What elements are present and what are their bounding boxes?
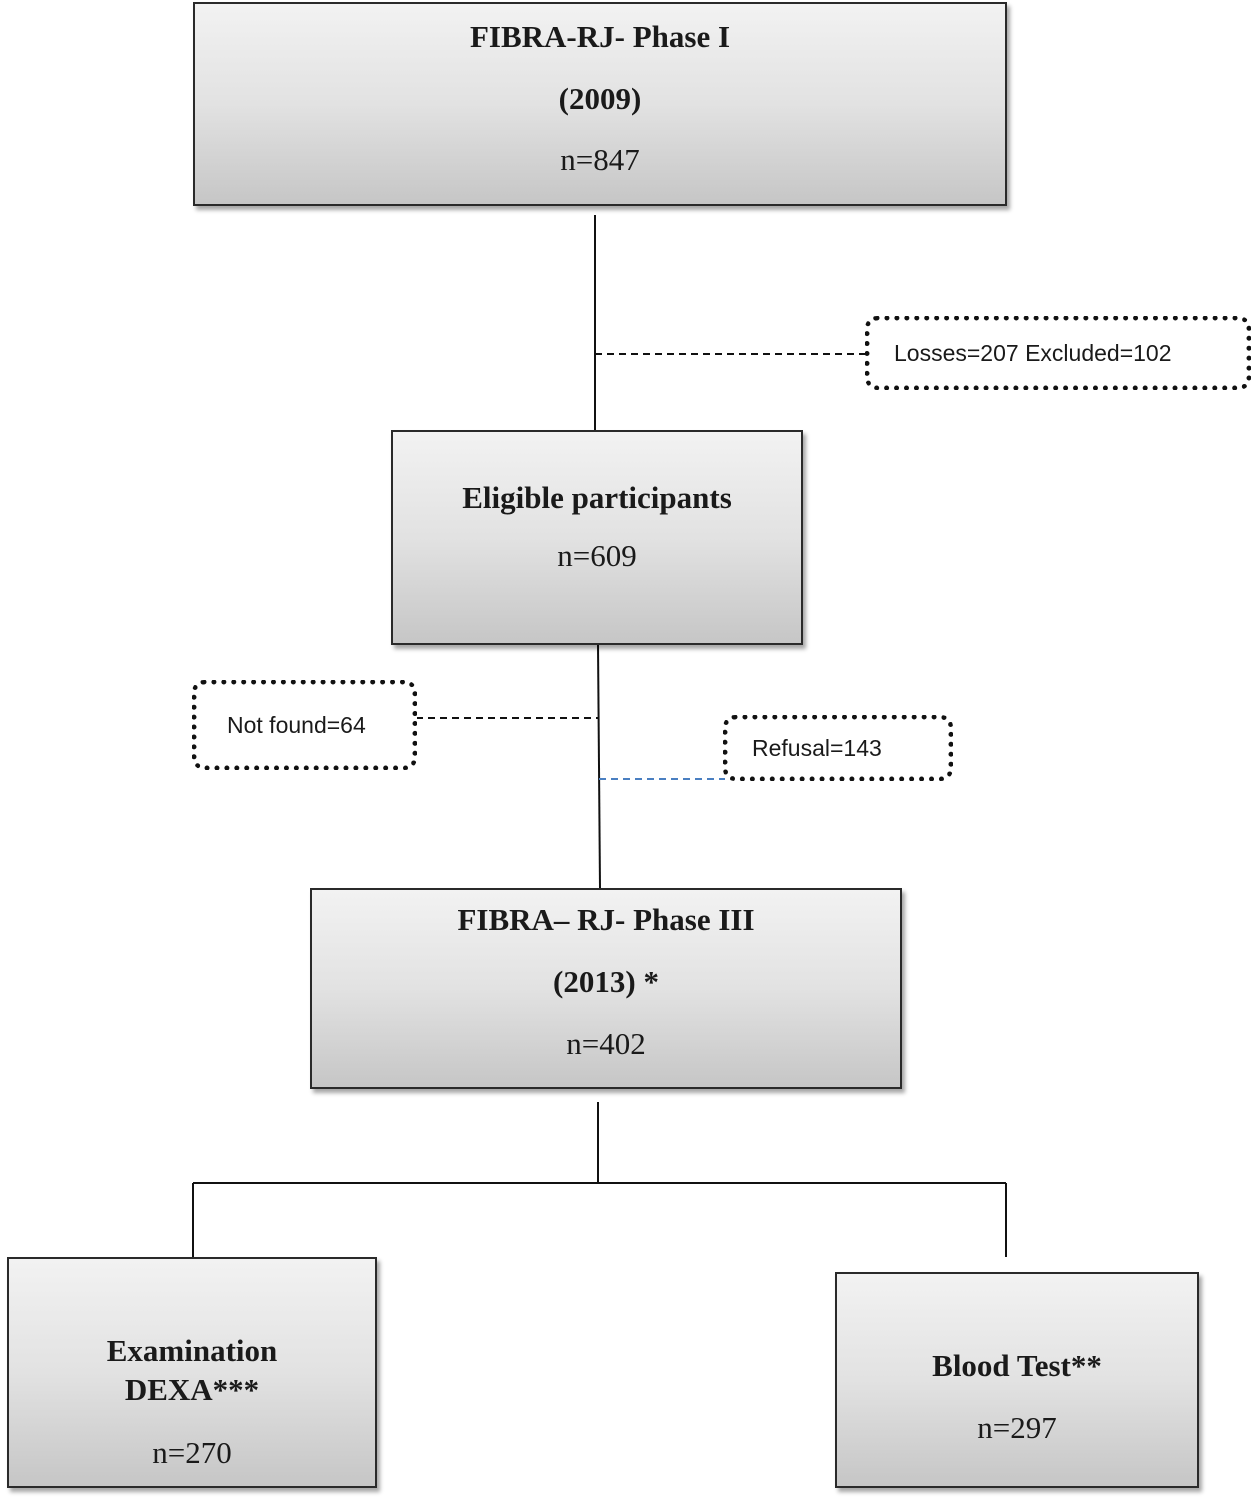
phase1-count: n=847 bbox=[560, 142, 640, 177]
not-found-note: Not found=64 bbox=[192, 680, 417, 770]
eligible-count: n=609 bbox=[557, 538, 637, 573]
eligible-title: Eligible participants bbox=[462, 480, 732, 515]
blood-test-box: Blood Test** n=297 bbox=[835, 1272, 1199, 1488]
connector-eligible-phase3 bbox=[597, 644, 601, 889]
blood-test-count: n=297 bbox=[977, 1410, 1057, 1445]
blood-test-title: Blood Test** bbox=[932, 1348, 1102, 1383]
refusal-note: Refusal=143 bbox=[723, 715, 953, 781]
phase1-year: (2009) bbox=[558, 81, 642, 116]
dexa-title-line2: DEXA*** bbox=[124, 1372, 260, 1407]
phase3-box: FIBRA– RJ- Phase III (2013) * n=402 bbox=[310, 888, 902, 1089]
phase1-title: FIBRA-RJ- Phase I bbox=[469, 19, 731, 54]
phase3-year: (2013) * bbox=[553, 964, 659, 999]
dexa-count: n=270 bbox=[152, 1435, 232, 1470]
not-found-text: Not found=64 bbox=[227, 711, 366, 738]
dexa-box: Examination DEXA*** n=270 bbox=[7, 1257, 377, 1488]
eligible-box: Eligible participants n=609 bbox=[391, 430, 803, 645]
phase3-count: n=402 bbox=[566, 1026, 646, 1061]
losses-excluded-note: Losses=207 Excluded=102 bbox=[865, 316, 1251, 390]
losses-excluded-text: Losses=207 Excluded=102 bbox=[894, 339, 1172, 366]
dexa-title-line1: Examination bbox=[106, 1333, 278, 1368]
phase1-box: FIBRA-RJ- Phase I (2009) n=847 bbox=[193, 2, 1007, 206]
phase3-title: FIBRA– RJ- Phase III bbox=[457, 902, 755, 937]
refusal-text: Refusal=143 bbox=[752, 734, 882, 761]
